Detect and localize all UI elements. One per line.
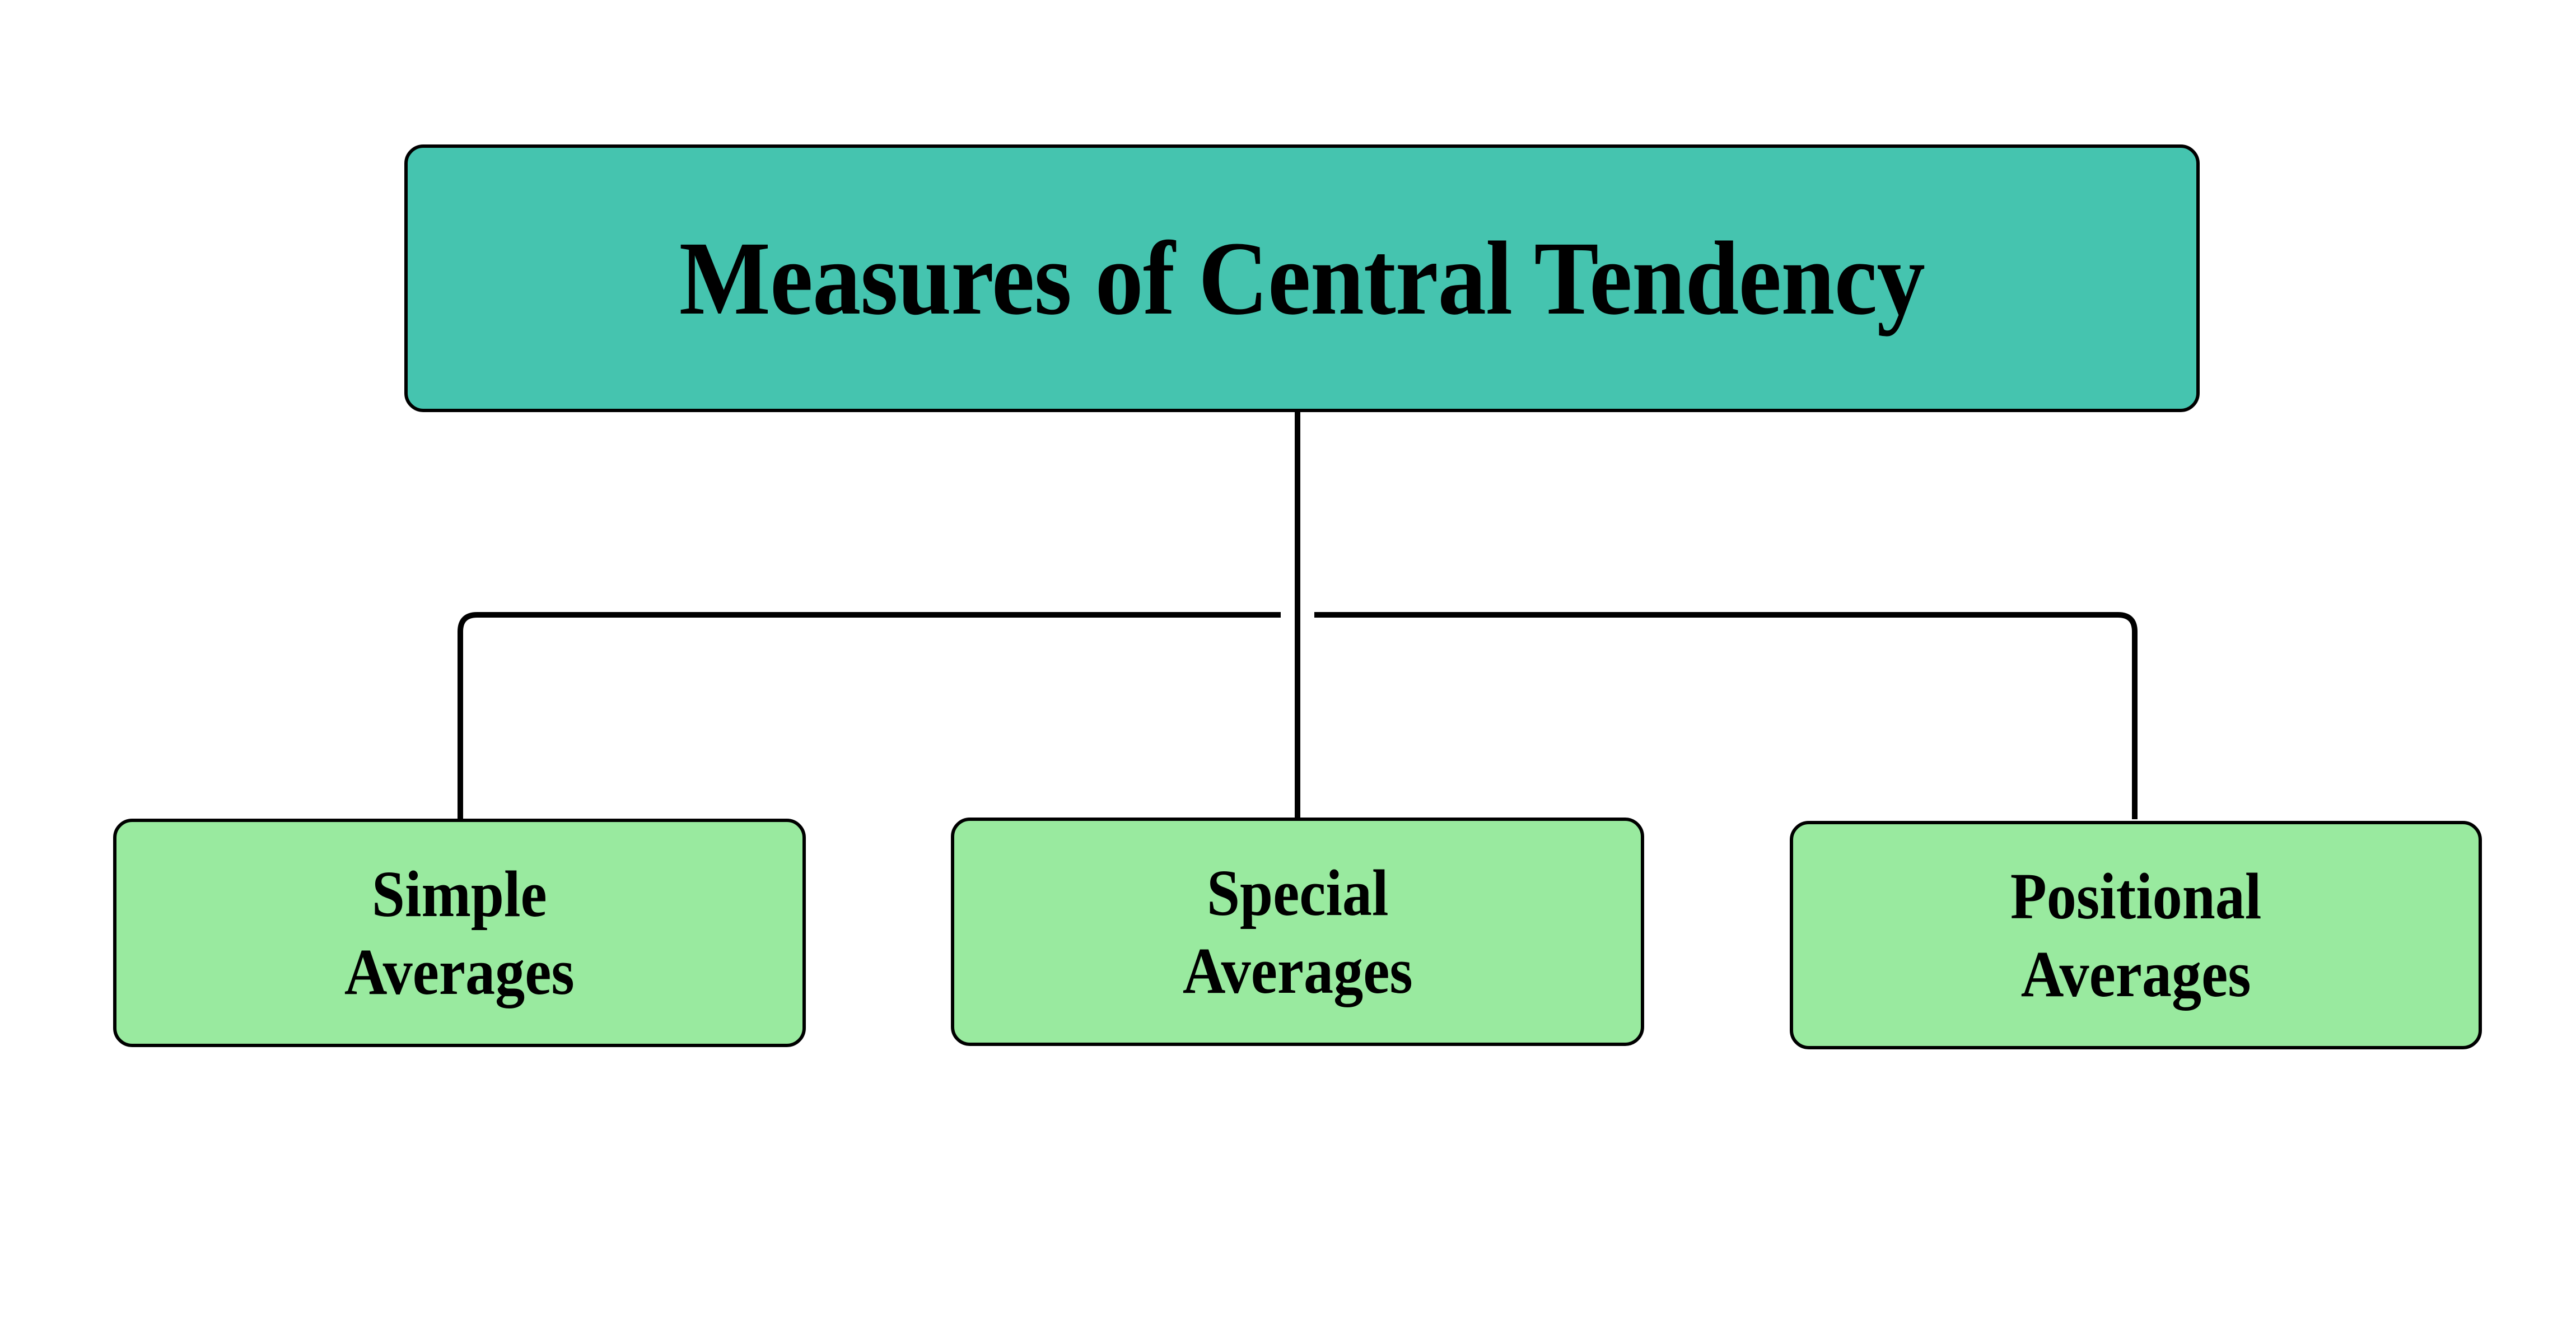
node-root-label: Measures of Central Tendency: [679, 220, 1925, 337]
node-child-special-averages-label: Special Averages: [1182, 856, 1413, 1007]
node-child-special-averages[interactable]: Special Averages: [951, 818, 1644, 1046]
connector-left-branch: [458, 612, 1281, 819]
node-child-positional-averages-label: Positional Averages: [2010, 859, 2262, 1011]
node-child-simple-averages-label: Simple Averages: [344, 857, 575, 1008]
connector-right-branch: [1314, 612, 2138, 819]
node-child-simple-averages[interactable]: Simple Averages: [113, 819, 806, 1047]
node-child-positional-averages[interactable]: Positional Averages: [1790, 821, 2482, 1049]
node-root-measures-of-central-tendency[interactable]: Measures of Central Tendency: [404, 144, 2200, 412]
